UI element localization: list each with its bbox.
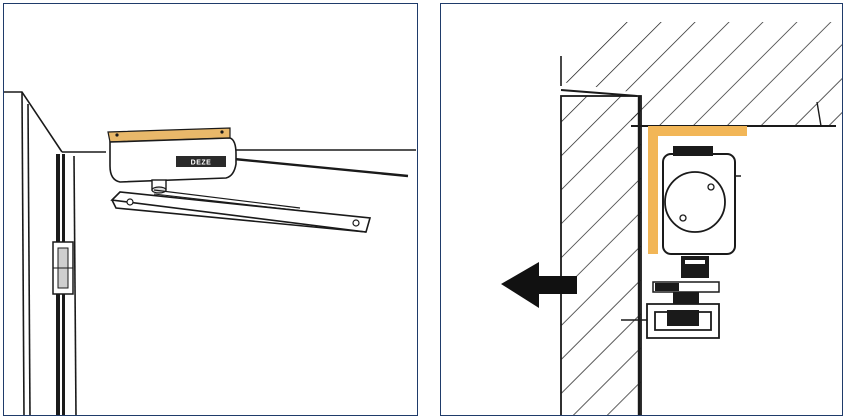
left-arrow-icon	[501, 262, 577, 308]
spindle-assembly	[652, 256, 720, 304]
closer-body-section	[662, 146, 741, 255]
closer-body: DEZE	[109, 137, 237, 183]
door-hinge	[52, 241, 74, 295]
guide-rail-section	[621, 303, 720, 339]
guide-rail-arm	[110, 189, 372, 233]
right-figure-panel	[440, 3, 843, 416]
left-figure-panel: DEZE	[3, 3, 418, 416]
brand-badge	[176, 156, 226, 167]
door-closer-perspective-drawing: DEZE	[4, 91, 416, 415]
closer-section-drawing	[501, 22, 842, 415]
door-frame	[4, 91, 416, 415]
door-leaf-section	[560, 89, 642, 415]
brand-label: DEZE	[191, 160, 212, 167]
mounting-plate-section	[648, 126, 747, 254]
